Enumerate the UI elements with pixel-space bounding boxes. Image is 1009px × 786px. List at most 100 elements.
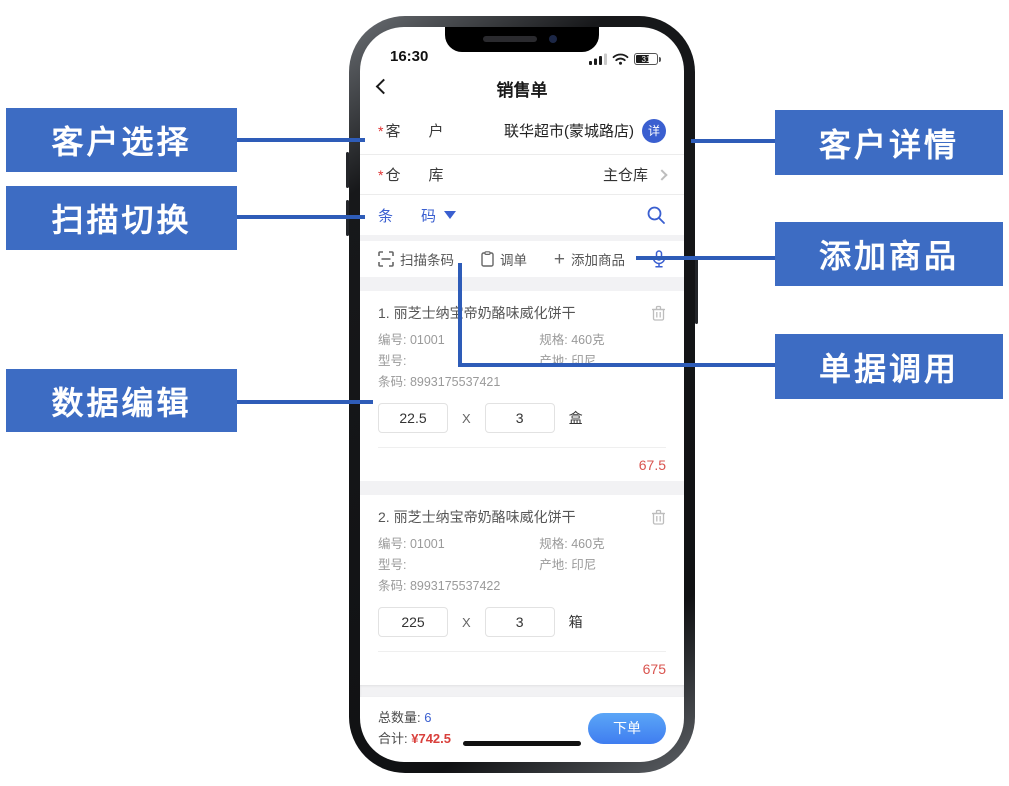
item-info: 编号: 01001 规格: 460克 型号: 产地: 印尼 条码: 899317… [378, 330, 666, 393]
phone-frame: 16:30 31 销售单 [346, 16, 698, 773]
item-barcode-label: 条码: [378, 375, 410, 389]
plus-icon: + [553, 248, 566, 270]
section-divider [360, 277, 684, 291]
total-amount-value: ¥742.5 [411, 731, 451, 746]
item-amount: 67.5 [378, 447, 666, 481]
phone-notch [445, 27, 599, 52]
item-origin-label: 产地: [539, 558, 572, 572]
item-code-value: 01001 [409, 333, 445, 347]
battery-fill [636, 55, 650, 63]
battery-percent: 31 [641, 55, 651, 64]
customer-row[interactable]: * 客 户 联华超市(蒙城路店) 详 [360, 107, 684, 155]
customer-label-b: 户 [428, 123, 444, 140]
battery-icon: 31 [634, 53, 661, 65]
item-model-label: 型号: [378, 354, 407, 368]
cellular-signal-icon [589, 53, 607, 65]
unit-label[interactable]: 箱 [568, 614, 583, 630]
barcode-label-a: 条 [378, 207, 394, 225]
battery-tip [659, 57, 661, 62]
back-chevron-icon[interactable] [375, 78, 392, 95]
order-item-2: 2. 丽芝士纳宝帝奶酪味威化饼干 编号: 01001 规格: 460克 型号: … [360, 495, 684, 685]
trash-icon[interactable] [651, 509, 666, 525]
price-input[interactable] [378, 607, 448, 637]
required-asterisk: * [378, 166, 384, 183]
item-code-label: 编号: [378, 537, 410, 551]
front-camera [549, 35, 557, 43]
annotation-scan-toggle: 扫描切换 [6, 186, 237, 250]
item-spec-label: 规格: [539, 537, 572, 551]
search-icon[interactable] [646, 205, 666, 225]
customer-value[interactable]: 联华超市(蒙城路店) [504, 123, 634, 140]
item-code-label: 编号: [378, 333, 410, 347]
item-qty-editor: X 盒 [378, 403, 666, 433]
multiply-sign: X [462, 410, 471, 426]
power-button [695, 258, 698, 324]
status-time: 16:30 [390, 48, 429, 65]
item-barcode-value: 8993175537421 [409, 375, 501, 389]
customer-label: 客 户 [385, 120, 443, 141]
add-product-button[interactable]: + 添加商品 [554, 249, 625, 269]
annotation-add-product: 添加商品 [775, 222, 1003, 286]
home-indicator[interactable] [463, 741, 581, 746]
quantity-input[interactable] [484, 607, 555, 637]
callout-line-add-product [636, 256, 775, 260]
item-title: 1. 丽芝士纳宝帝奶酪味威化饼干 [378, 305, 576, 321]
item-model-label: 型号: [378, 558, 407, 572]
barcode-mode-row: 条 码 [360, 195, 684, 235]
item-info: 编号: 01001 规格: 460克 型号: 产地: 印尼 条码: 899317… [378, 534, 666, 597]
status-bar: 16:30 31 [360, 27, 684, 69]
submit-order-button[interactable]: 下单 [588, 712, 666, 744]
callout-line-customer-detail [691, 139, 775, 143]
callout-line-customer-select [237, 138, 365, 142]
nav-bar: 销售单 [360, 69, 684, 107]
callout-line-doc-recall-h [458, 363, 775, 367]
customer-label-a: 客 [385, 123, 401, 140]
app-screen: 16:30 31 销售单 [360, 27, 684, 762]
recall-order-label: 调单 [499, 253, 527, 268]
item-barcode-value: 8993175537422 [409, 579, 501, 593]
chevron-right-icon [656, 168, 668, 181]
warehouse-label-a: 仓 [385, 167, 401, 184]
annotation-data-edit: 数据编辑 [6, 369, 237, 432]
warehouse-label-b: 库 [428, 167, 444, 184]
item-spec-label: 规格: [539, 333, 572, 347]
scan-frame-icon [378, 251, 394, 267]
warehouse-row[interactable]: * 仓 库 主仓库 [360, 155, 684, 195]
annotation-customer-select: 客户选择 [6, 108, 237, 172]
price-input[interactable] [378, 403, 448, 433]
annotation-customer-detail: 客户详情 [775, 110, 1003, 175]
total-qty-value: 6 [424, 710, 432, 725]
customer-detail-badge[interactable]: 详 [642, 118, 666, 143]
item-spec-value: 460克 [571, 537, 605, 551]
quantity-input[interactable] [484, 403, 555, 433]
order-summary-bar: 总数量: 6 合计: ¥742.5 下单 [360, 697, 684, 751]
unit-label[interactable]: 盒 [568, 410, 583, 426]
barcode-label-b: 码 [420, 207, 436, 225]
callout-line-doc-recall-v [458, 263, 462, 367]
annotation-doc-recall: 单据调用 [775, 334, 1003, 399]
barcode-mode-label: 条 码 [378, 205, 436, 226]
item-code-value: 01001 [409, 537, 445, 551]
trash-icon[interactable] [651, 305, 666, 321]
home-indicator-area [360, 741, 684, 762]
scan-barcode-button[interactable]: 扫描条码 [378, 249, 454, 269]
item-title: 2. 丽芝士纳宝帝奶酪味威化饼干 [378, 509, 576, 525]
recall-order-button[interactable]: 调单 [481, 249, 527, 269]
barcode-mode-dropdown[interactable]: 条 码 [378, 205, 456, 226]
callout-line-data-edit [237, 400, 373, 404]
total-amount-label: 合计: [378, 731, 412, 746]
item-spec-value: 460克 [571, 333, 605, 347]
required-asterisk: * [378, 122, 384, 139]
order-item-1: 1. 丽芝士纳宝帝奶酪味威化饼干 编号: 01001 规格: 460克 型号: … [360, 291, 684, 481]
wifi-icon [612, 53, 629, 65]
clipboard-icon [481, 251, 494, 267]
section-divider [360, 481, 684, 495]
item-qty-editor: X 箱 [378, 607, 666, 637]
warehouse-value[interactable]: 主仓库 [602, 167, 648, 184]
warehouse-label: 仓 库 [385, 164, 443, 185]
item-amount: 675 [378, 651, 666, 685]
speaker-slot [483, 36, 537, 42]
callout-line-scan-toggle [237, 215, 365, 219]
add-product-label: 添加商品 [571, 253, 626, 268]
